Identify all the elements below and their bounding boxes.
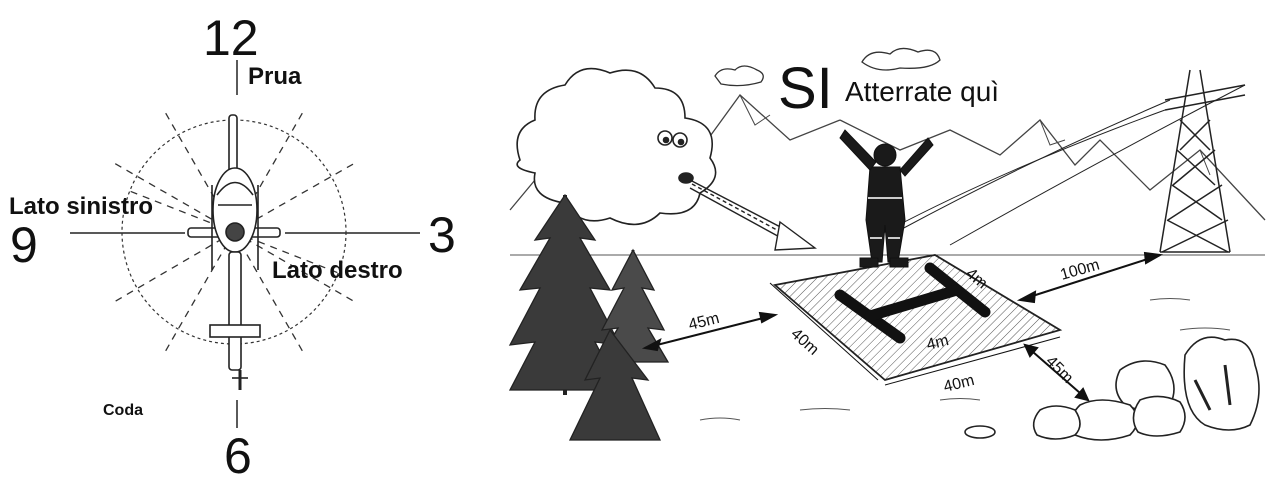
- landing-pad: [775, 255, 1060, 380]
- label-prua: Prua: [248, 63, 302, 90]
- dim-pad-bottom-side: 40m: [942, 372, 976, 396]
- pine-trees-icon: [510, 195, 668, 440]
- clock-nine: 9: [10, 217, 38, 273]
- label-lato-destro: Lato destro: [272, 257, 403, 284]
- clock-six: 6: [224, 428, 252, 477]
- wind-arrow-icon: [690, 180, 815, 250]
- landing-scene: SI Atterrate quì 45m 40m 40m 4m 4m 100m …: [510, 48, 1265, 440]
- label-lato-sinistro: Lato sinistro: [9, 193, 153, 220]
- marshaller-person-icon: [840, 130, 933, 267]
- dim-rocks-distance: 45m: [1042, 353, 1076, 387]
- landing-text: Atterrate quì: [845, 76, 999, 107]
- wind-cloud-icon: [517, 69, 715, 225]
- si-title: SI: [778, 56, 833, 121]
- dim-pad-left-side: 40m: [787, 325, 822, 358]
- landing-pad-area: [775, 255, 1060, 380]
- helicopter-top-view-icon: [188, 115, 280, 390]
- clock-twelve: 12: [203, 10, 259, 66]
- clock-orientation-diagram: 12 3 6 9 Prua Coda Lato sinistro Lato de…: [9, 10, 456, 477]
- rocks-icon: [965, 337, 1259, 440]
- label-coda: Coda: [103, 402, 143, 419]
- clock-three: 3: [428, 207, 456, 263]
